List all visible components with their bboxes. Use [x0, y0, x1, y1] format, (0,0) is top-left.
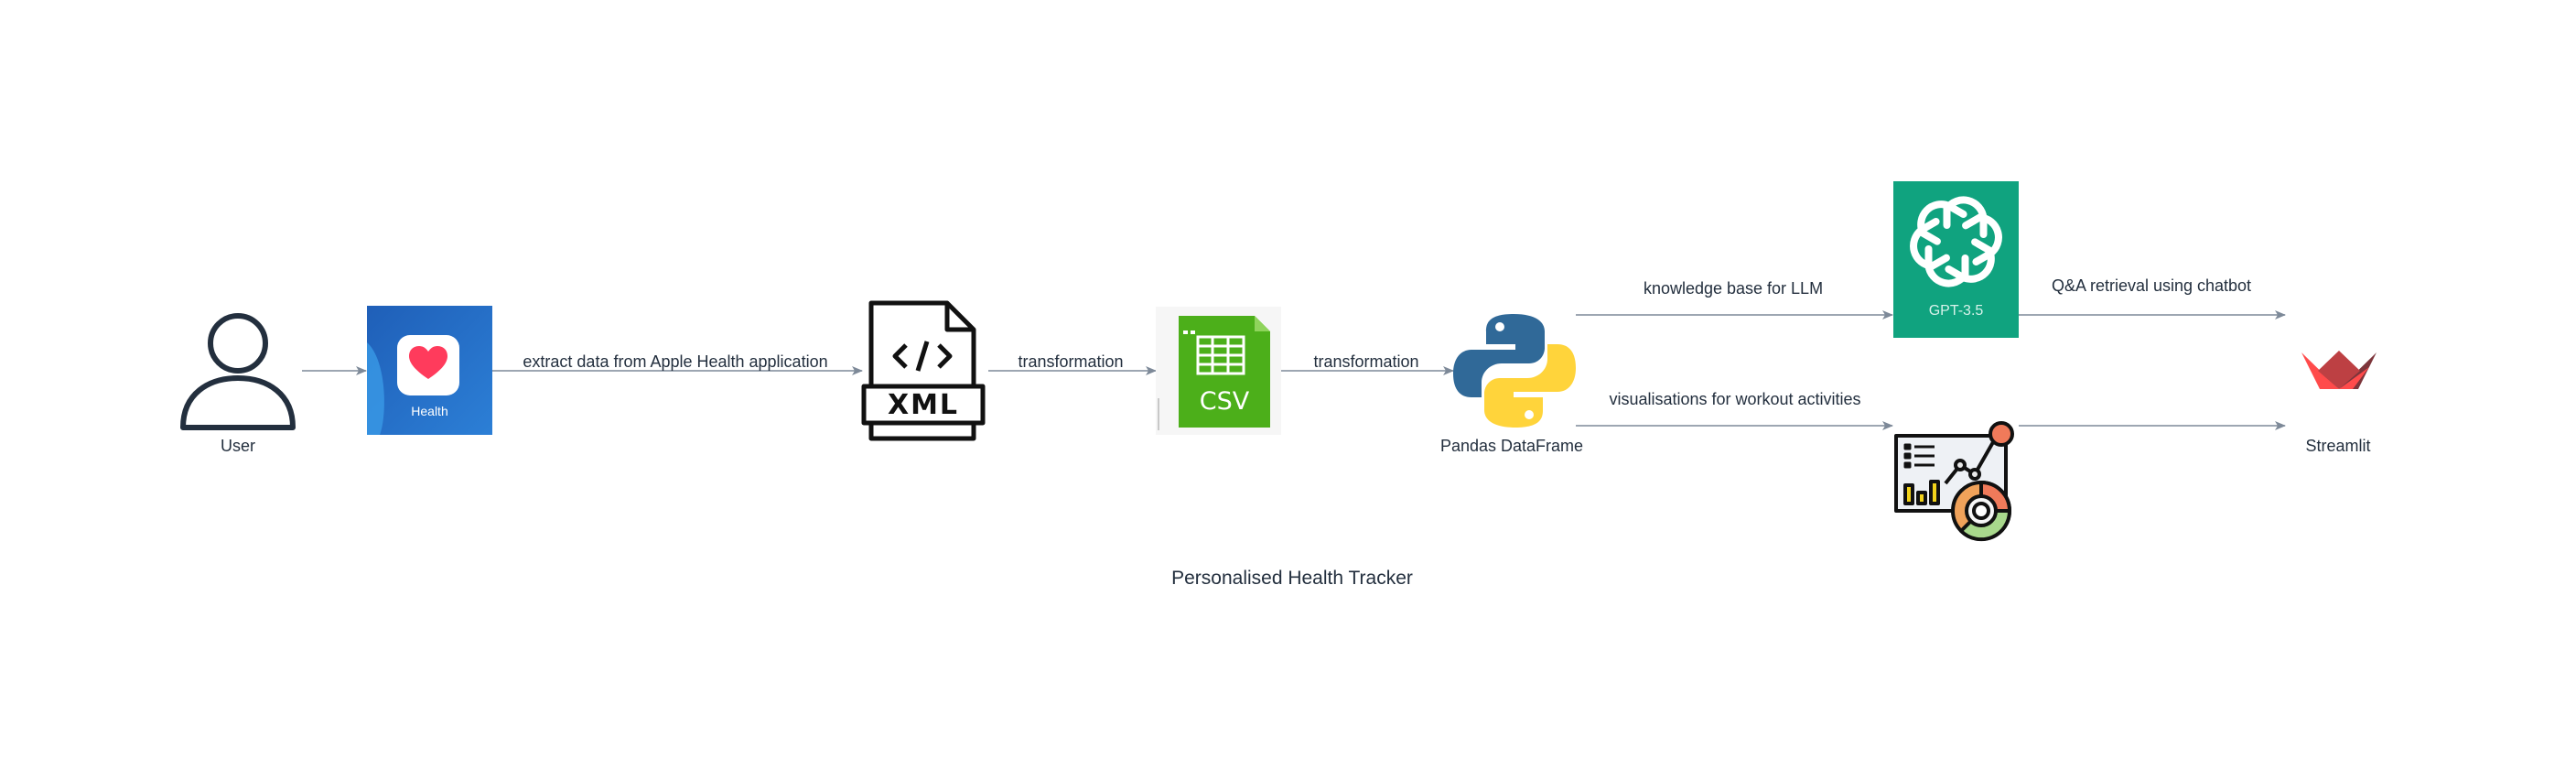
python-logo-icon: [1453, 314, 1576, 428]
dashboard-node: [1892, 419, 2019, 543]
pandas-label: Pandas DataFrame: [1439, 437, 1584, 455]
edge-label-qa-retrieval: Q&A retrieval using chatbot: [2051, 276, 2252, 295]
pandas-node: [1453, 311, 1576, 430]
user-icon: [180, 313, 296, 430]
xml-file-icon: [861, 300, 986, 441]
apple-health-caption: Health: [411, 404, 448, 418]
diagram-title: Personalised Health Tracker: [1171, 568, 1413, 589]
xml-node: XML: [860, 299, 986, 442]
xml-caption: XML: [887, 389, 960, 421]
dashboard-chart-icon: [1894, 421, 2014, 542]
streamlit-node: [2300, 347, 2378, 395]
csv-file-icon: [1156, 307, 1281, 435]
user-node: [174, 307, 302, 444]
edge-label-transformation-1: transformation: [1018, 352, 1124, 371]
gpt-caption: GPT-3.5: [1928, 303, 1984, 319]
edge-label-extract: extract data from Apple Health applicati…: [523, 352, 828, 371]
streamlit-label: Streamlit: [2305, 437, 2371, 455]
apple-health-icon: [367, 306, 492, 435]
edge-label-transformation-2: transformation: [1313, 352, 1419, 371]
openai-logo-icon: [1893, 181, 2019, 307]
user-label: User: [220, 437, 256, 455]
edge-label-visualisations: visualisations for workout activities: [1609, 390, 1861, 408]
csv-node: CSV: [1156, 307, 1281, 435]
gpt-node: GPT-3.5: [1893, 181, 2019, 338]
edge-label-knowledge-base: knowledge base for LLM: [1643, 279, 1824, 298]
csv-caption: CSV: [1199, 387, 1250, 416]
apple-health-node: Health: [367, 306, 492, 435]
streamlit-logo-icon: [2301, 351, 2377, 389]
